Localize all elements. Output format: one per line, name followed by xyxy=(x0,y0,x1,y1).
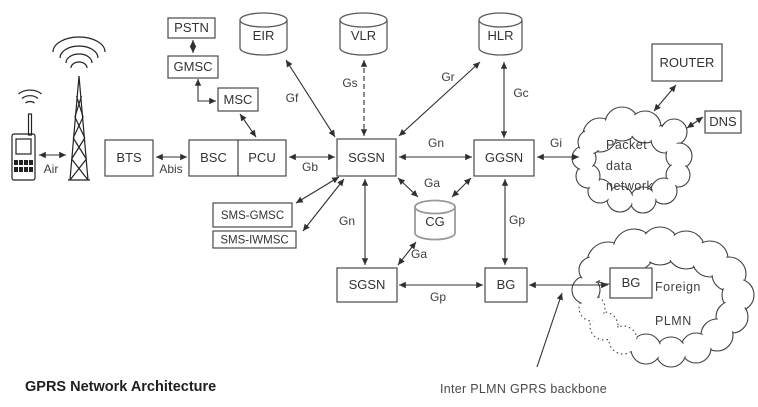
gn-left-interface-label: Gn xyxy=(339,214,355,228)
sgsn-top-box xyxy=(336,138,397,177)
vlr-cylinder-icon xyxy=(339,12,388,56)
gf-interface-label: Gf xyxy=(286,91,299,105)
dns-box xyxy=(704,110,742,134)
ggsn-label: GGSN xyxy=(485,150,523,165)
foreign-plmn-cloud xyxy=(571,226,755,368)
gn-top-interface-label: Gn xyxy=(428,136,444,150)
tower-signal-waves-icon xyxy=(70,61,88,69)
gp-horizontal-interface-label: Gp xyxy=(430,290,446,304)
pstn-box xyxy=(167,17,216,39)
hlr-cylinder-icon xyxy=(478,12,523,56)
cg-label: CG xyxy=(425,214,445,229)
phone-signal-waves-icon xyxy=(25,100,35,104)
inter-plmn-backbone-note: Inter PLMN GPRS backbone xyxy=(440,382,607,396)
gmsc-label: GMSC xyxy=(174,59,213,74)
ga-ggsn-cg-link xyxy=(451,177,472,198)
gf-link xyxy=(285,59,336,138)
bg-foreign-box xyxy=(609,267,653,299)
sms-iwmsc-box xyxy=(212,230,297,249)
bg-foreign-label: BG xyxy=(622,275,641,290)
cg-cylinder-icon xyxy=(414,199,456,241)
mobile-phone-icon xyxy=(11,89,42,181)
cloud-router-link xyxy=(653,84,677,112)
msc-pcu-link xyxy=(239,113,257,138)
nodes xyxy=(104,12,742,303)
sgsn-smsgmsc-link xyxy=(295,176,340,204)
gmsc-box xyxy=(167,55,219,79)
bsc-label: BSC xyxy=(200,150,227,165)
bts-box xyxy=(104,139,154,177)
gr-link xyxy=(398,61,481,137)
gmsc-msc-link xyxy=(194,79,216,105)
eir-cylinder-icon xyxy=(239,12,288,56)
gb-interface-label: Gb xyxy=(302,160,318,174)
cloud-dns-link xyxy=(686,116,704,129)
gi-interface-label: Gi xyxy=(550,136,562,150)
backbone-callout-arrow xyxy=(536,292,563,368)
gc-interface-label: Gc xyxy=(513,86,528,100)
packet-cloud-line1: Packet xyxy=(606,138,647,152)
msc-label: MSC xyxy=(224,92,253,107)
pcu-label: PCU xyxy=(248,150,275,165)
air-interface-label: Air xyxy=(44,162,59,176)
pstn-label: PSTN xyxy=(174,20,209,35)
vlr-label: VLR xyxy=(351,28,376,43)
bts-label: BTS xyxy=(116,150,142,165)
labels: PSTN GMSC MSC BTS BSC PCU EIR VLR HLR SG… xyxy=(25,20,737,396)
foreign-cloud-line2: PLMN xyxy=(655,314,692,328)
router-label: ROUTER xyxy=(660,55,715,70)
links xyxy=(39,40,704,368)
sms-iwmsc-label: SMS-IWMSC xyxy=(220,235,288,247)
ggsn-box xyxy=(473,139,535,177)
eir-label: EIR xyxy=(253,28,275,43)
packet-cloud-line2: data xyxy=(606,159,632,173)
sgsn-smsiwmsc-link xyxy=(302,178,345,232)
packet-data-network-cloud xyxy=(571,106,693,214)
gr-interface-label: Gr xyxy=(441,70,454,84)
ga-bottom-interface-label: Ga xyxy=(411,247,427,261)
phone-keypad xyxy=(14,160,33,172)
diagram-title: GPRS Network Architecture xyxy=(25,379,216,395)
bg-home-label: BG xyxy=(497,277,516,292)
ga-cg-sgsn2-link xyxy=(397,241,417,266)
hlr-label: HLR xyxy=(487,28,513,43)
ga-sgsn-cg-link xyxy=(397,177,419,198)
gp-vertical-interface-label: Gp xyxy=(509,213,525,227)
dns-label: DNS xyxy=(709,114,737,129)
gs-interface-label: Gs xyxy=(342,76,357,90)
sgsn-bottom-label: SGSN xyxy=(349,277,386,292)
abis-interface-label: Abis xyxy=(159,162,182,176)
ga-top-interface-label: Ga xyxy=(424,176,440,190)
sms-gmsc-box xyxy=(212,202,293,228)
sgsn-top-label: SGSN xyxy=(348,150,385,165)
antenna-tower-icon xyxy=(52,36,106,181)
foreign-cloud-line1: Foreign xyxy=(655,280,701,294)
sgsn-bottom-box xyxy=(336,267,398,303)
msc-box xyxy=(217,87,259,112)
packet-cloud-line3: network xyxy=(606,179,654,193)
sms-gmsc-label: SMS-GMSC xyxy=(221,210,284,222)
router-box xyxy=(651,43,723,82)
bg-home-box xyxy=(484,267,528,303)
